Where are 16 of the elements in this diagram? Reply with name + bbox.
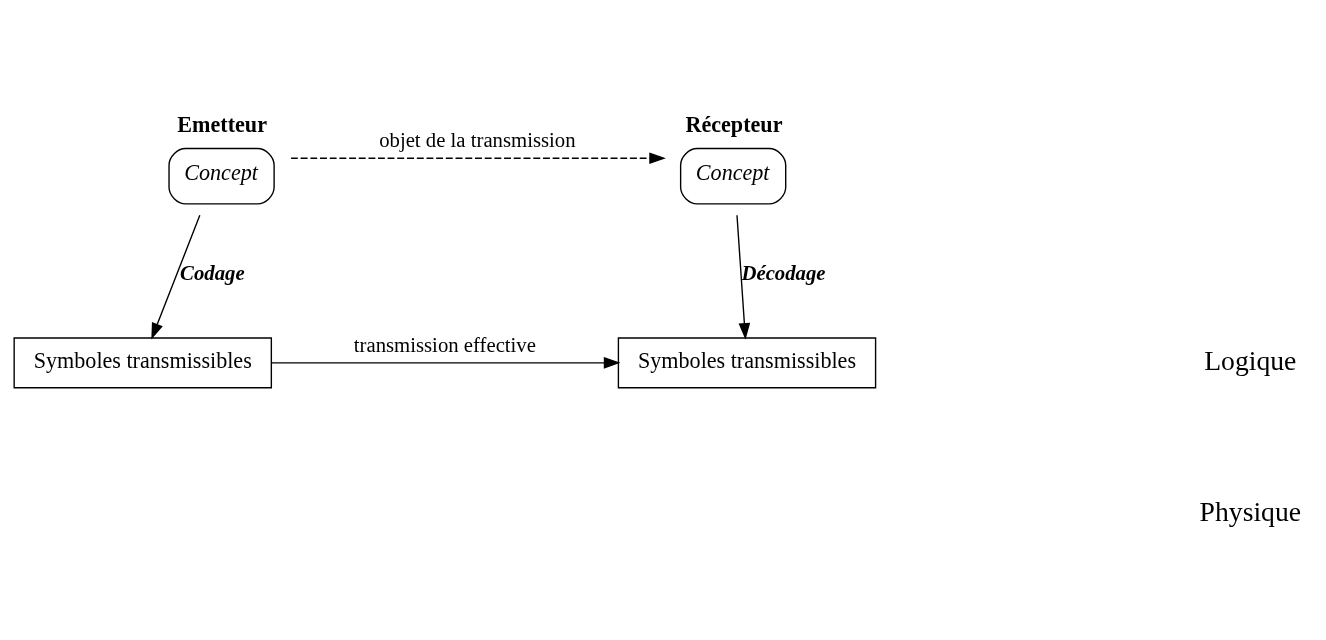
arrow	[736, 214, 751, 340]
node-box: Concept	[168, 147, 275, 205]
node-box: Symboles transmissibles	[13, 337, 273, 389]
arrow	[270, 357, 621, 369]
edge-label: objet de la transmission	[379, 129, 576, 152]
arrow	[151, 214, 201, 340]
node-box: Concept	[679, 147, 787, 205]
node-box: Symboles transmissibles	[617, 337, 877, 389]
arrow	[290, 152, 666, 165]
edge-label: Codage	[180, 261, 245, 284]
edge-label: Décodage	[741, 261, 826, 284]
label: Physique	[1199, 495, 1301, 527]
label: Logique	[1204, 344, 1297, 376]
node-label: Emetteur	[177, 111, 267, 137]
edge-label: transmission effective	[353, 333, 536, 356]
node-label: Récepteur	[685, 111, 783, 137]
